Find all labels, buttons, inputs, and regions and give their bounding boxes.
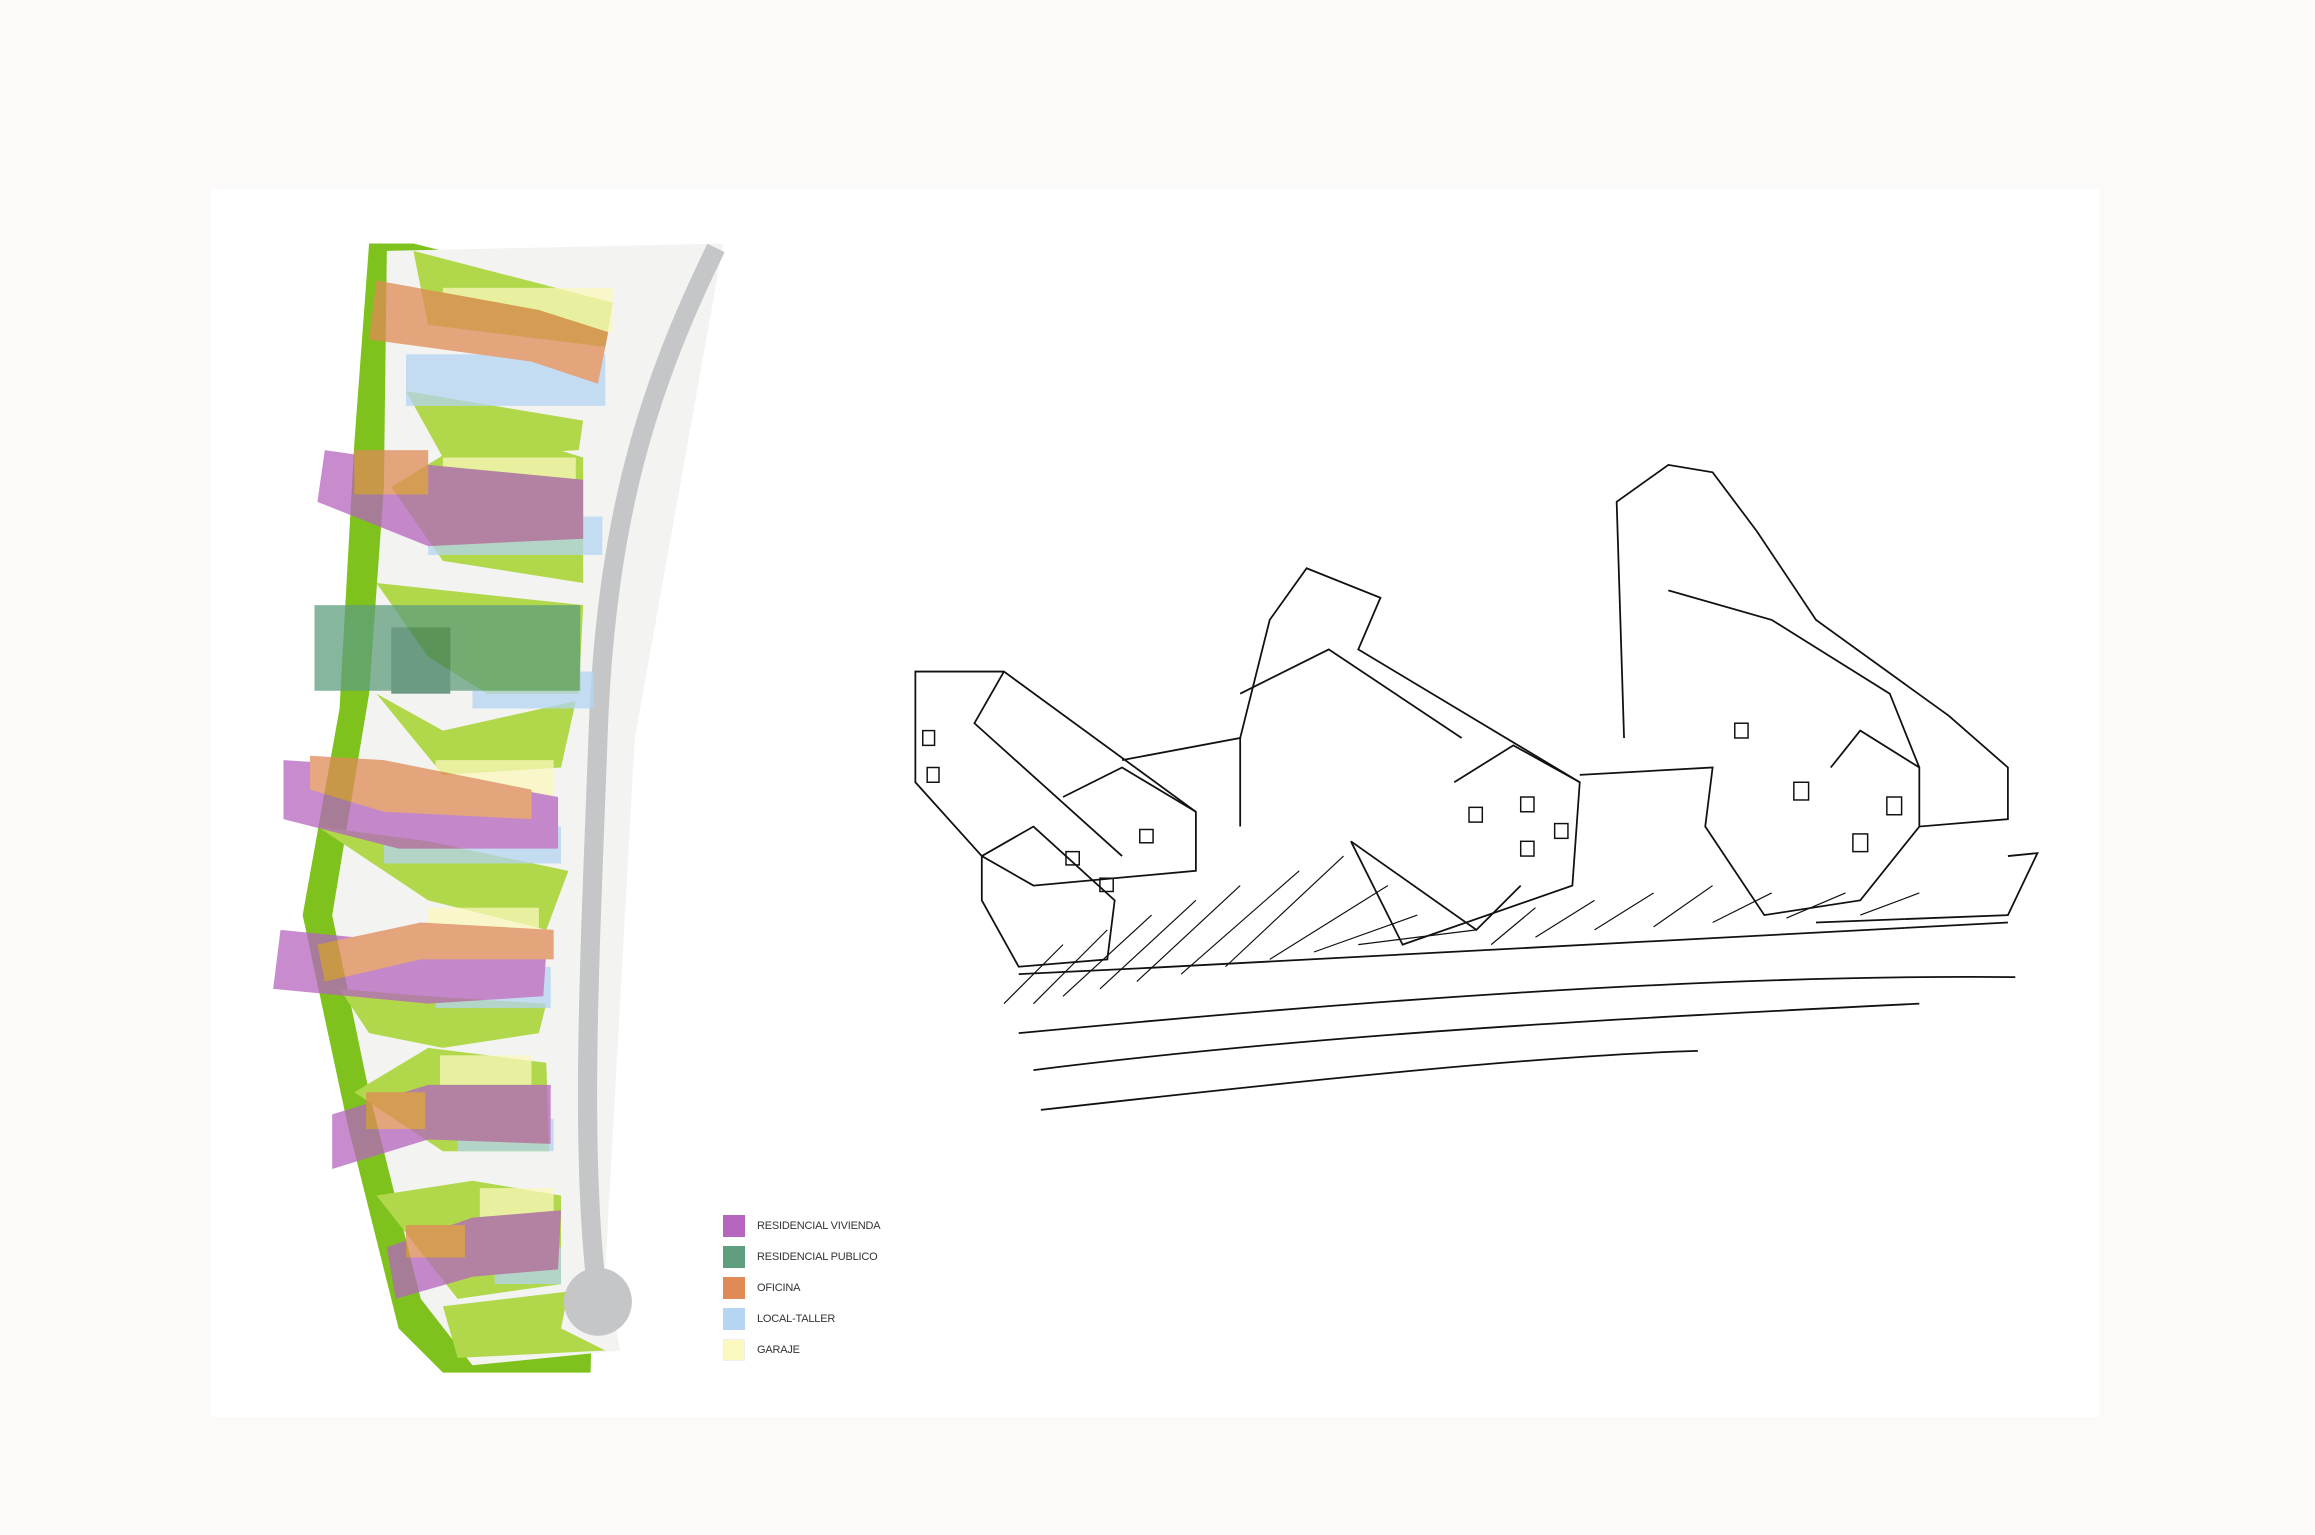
legend-item-residencial-vivienda: RESIDENCIAL VIVIENDA bbox=[723, 1210, 881, 1241]
legend-swatch bbox=[723, 1214, 745, 1237]
legend-swatch bbox=[723, 1245, 745, 1268]
legend-label: OFICINA bbox=[757, 1281, 801, 1294]
site-plan bbox=[273, 243, 725, 1373]
legend-swatch bbox=[723, 1276, 745, 1299]
windows bbox=[922, 722, 1903, 893]
legend-label: RESIDENCIAL PUBLICO bbox=[757, 1250, 878, 1263]
legend-label: LOCAL-TALLER bbox=[757, 1312, 836, 1325]
legend-label: RESIDENCIAL VIVIENDA bbox=[757, 1219, 881, 1232]
hatching bbox=[1003, 855, 1920, 1005]
legend: RESIDENCIAL VIVIENDA RESIDENCIAL PUBLICO… bbox=[723, 1210, 881, 1365]
legend-item-local-taller: LOCAL-TALLER bbox=[723, 1303, 880, 1334]
legend-item-garaje: GARAJE bbox=[723, 1334, 880, 1365]
legend-item-oficina: OFICINA bbox=[723, 1272, 880, 1303]
legend-swatch bbox=[723, 1338, 745, 1361]
legend-item-residencial-publico: RESIDENCIAL PUBLICO bbox=[723, 1241, 880, 1272]
legend-label: GARAJE bbox=[757, 1343, 800, 1356]
legend-swatch bbox=[723, 1307, 745, 1330]
